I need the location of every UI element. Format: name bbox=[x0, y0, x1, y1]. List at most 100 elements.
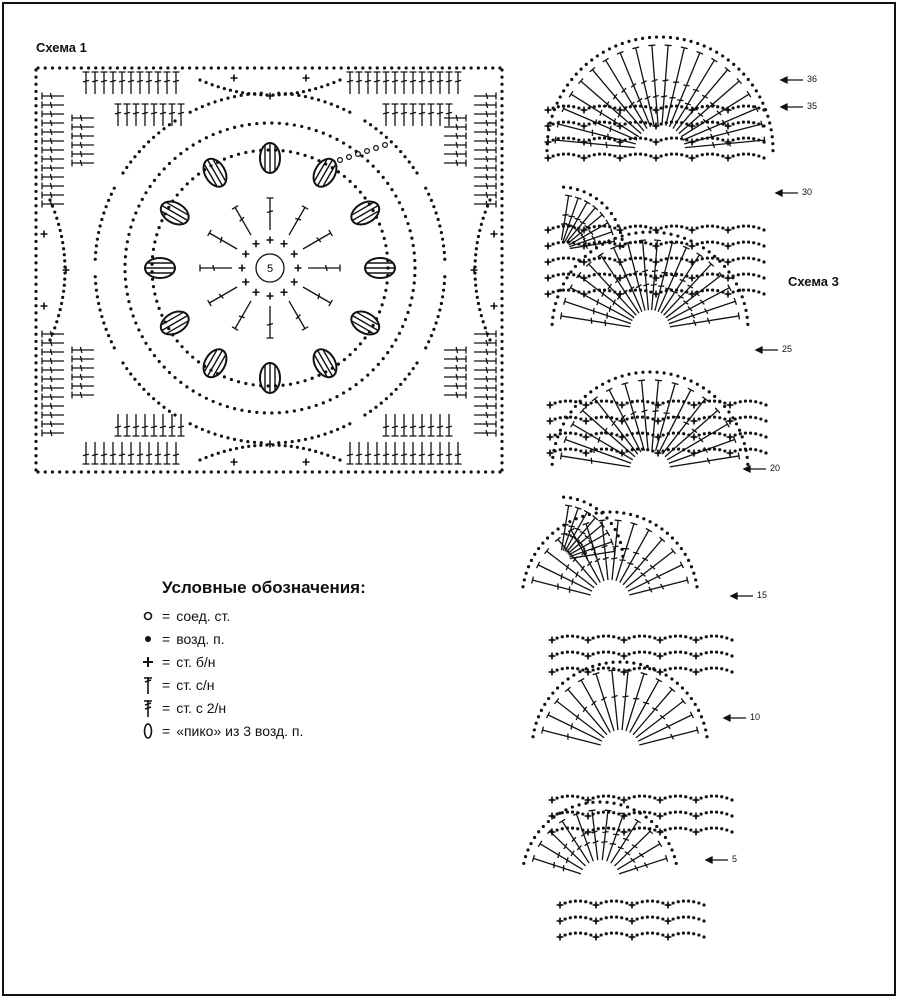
row-marker-label: 30 bbox=[802, 187, 813, 197]
double-crochet-stitch bbox=[71, 355, 94, 363]
chain-stitch bbox=[597, 224, 602, 228]
chain-stitch bbox=[526, 848, 530, 852]
chain-stitch bbox=[752, 241, 756, 245]
chain-stitch bbox=[625, 433, 629, 437]
chain-stitch bbox=[702, 721, 706, 725]
chain-stitch bbox=[566, 136, 571, 140]
chain-stitch bbox=[584, 932, 588, 936]
chain-stitch bbox=[628, 289, 632, 293]
chain-stitch bbox=[94, 288, 99, 292]
chain-stitch bbox=[411, 288, 415, 293]
chain-stitch bbox=[34, 418, 38, 422]
row-arrow bbox=[774, 188, 798, 198]
chain-stitch bbox=[558, 400, 562, 404]
chain-stitch bbox=[678, 666, 683, 670]
single-crochet-stitch bbox=[692, 812, 700, 820]
double-crochet-stitch bbox=[136, 442, 144, 465]
chain-stitch bbox=[708, 47, 713, 51]
chain-stitch bbox=[529, 558, 534, 563]
chain-stitch bbox=[762, 244, 766, 248]
legend-row-slip-stitch: = соед. ст. bbox=[140, 604, 366, 627]
chain-stitch bbox=[666, 400, 670, 404]
treble-stitch bbox=[616, 840, 663, 871]
chain-stitch bbox=[633, 256, 638, 260]
chain-stitch bbox=[289, 444, 293, 448]
chain-stitch bbox=[191, 177, 195, 181]
chain-stitch bbox=[283, 444, 287, 448]
chain-stitch bbox=[537, 830, 541, 834]
chain-stitch bbox=[623, 258, 627, 262]
chain-stitch bbox=[97, 230, 101, 235]
chain-stitch bbox=[228, 448, 233, 452]
chain-stitch bbox=[709, 794, 714, 798]
chain-stitch bbox=[191, 355, 195, 359]
chain-stitch bbox=[500, 404, 504, 408]
chain-stitch bbox=[668, 795, 672, 799]
chain-stitch bbox=[741, 272, 746, 276]
chain-stitch bbox=[412, 281, 416, 285]
chain-stitch bbox=[438, 308, 442, 312]
chain-stitch bbox=[664, 673, 668, 677]
chain-stitch bbox=[157, 306, 161, 310]
chain-stitch bbox=[649, 258, 653, 262]
double-crochet-stitch bbox=[82, 71, 90, 94]
chain-stitch bbox=[738, 432, 742, 436]
chain-stitch bbox=[572, 673, 576, 677]
chain-stitch bbox=[130, 66, 134, 70]
chain-stitch bbox=[592, 137, 596, 141]
chain-stitch bbox=[600, 201, 604, 205]
chain-stitch bbox=[669, 224, 674, 228]
chain-stitch bbox=[568, 932, 572, 936]
chain-stitch bbox=[321, 401, 325, 405]
treble-stitch bbox=[602, 57, 648, 129]
chain-stitch bbox=[741, 256, 746, 260]
chain-stitch bbox=[644, 153, 648, 157]
chain-stitch bbox=[500, 389, 504, 394]
chain-stitch bbox=[579, 449, 583, 453]
double-crochet-stitch bbox=[163, 442, 171, 465]
chain-stitch bbox=[736, 137, 740, 141]
single-crochet-stitch bbox=[266, 440, 274, 448]
chain-stitch bbox=[368, 470, 372, 474]
chain-stitch bbox=[597, 240, 602, 244]
chain-stitch bbox=[573, 264, 578, 269]
chain-stitch bbox=[433, 470, 437, 474]
double-crochet-stitch bbox=[364, 71, 372, 94]
chain-stitch bbox=[325, 66, 329, 70]
chain-stitch bbox=[581, 828, 585, 832]
chain-stitch bbox=[218, 130, 222, 134]
chain-stitch bbox=[632, 811, 636, 815]
chain-stitch bbox=[681, 915, 686, 919]
chain-stitch bbox=[661, 35, 666, 39]
chain-stitch bbox=[743, 447, 748, 451]
treble-stitch bbox=[619, 527, 653, 583]
chain-stitch bbox=[34, 204, 38, 208]
chain-stitch bbox=[661, 417, 665, 421]
chain-stitch bbox=[702, 416, 706, 420]
double-crochet-stitch bbox=[637, 379, 649, 451]
chain-stitch bbox=[601, 634, 606, 638]
chain-stitch bbox=[500, 175, 504, 179]
chain-stitch bbox=[222, 449, 226, 453]
chain-stitch bbox=[670, 848, 674, 852]
chain-stitch bbox=[137, 470, 141, 474]
chain-stitch bbox=[252, 66, 257, 70]
chain-stitch bbox=[633, 136, 638, 140]
chain-stitch bbox=[764, 435, 768, 439]
chain-stitch bbox=[627, 668, 631, 672]
chain-stitch bbox=[743, 431, 748, 435]
chain-stitch bbox=[225, 404, 229, 409]
chain-stitch bbox=[371, 368, 375, 372]
chain-stitch bbox=[746, 77, 750, 82]
chain-stitch bbox=[598, 800, 602, 804]
treble-stitch bbox=[610, 245, 643, 312]
chain-stitch bbox=[604, 415, 609, 419]
chain-stitch bbox=[556, 295, 560, 299]
single-crochet-stitch bbox=[546, 449, 554, 457]
chain-stitch bbox=[576, 811, 580, 815]
chain-stitch bbox=[686, 931, 691, 935]
chain-stitch bbox=[241, 445, 245, 449]
single-crochet-stitch bbox=[556, 901, 564, 909]
double-crochet-stitch bbox=[172, 442, 180, 465]
chain-stitch bbox=[597, 104, 602, 108]
